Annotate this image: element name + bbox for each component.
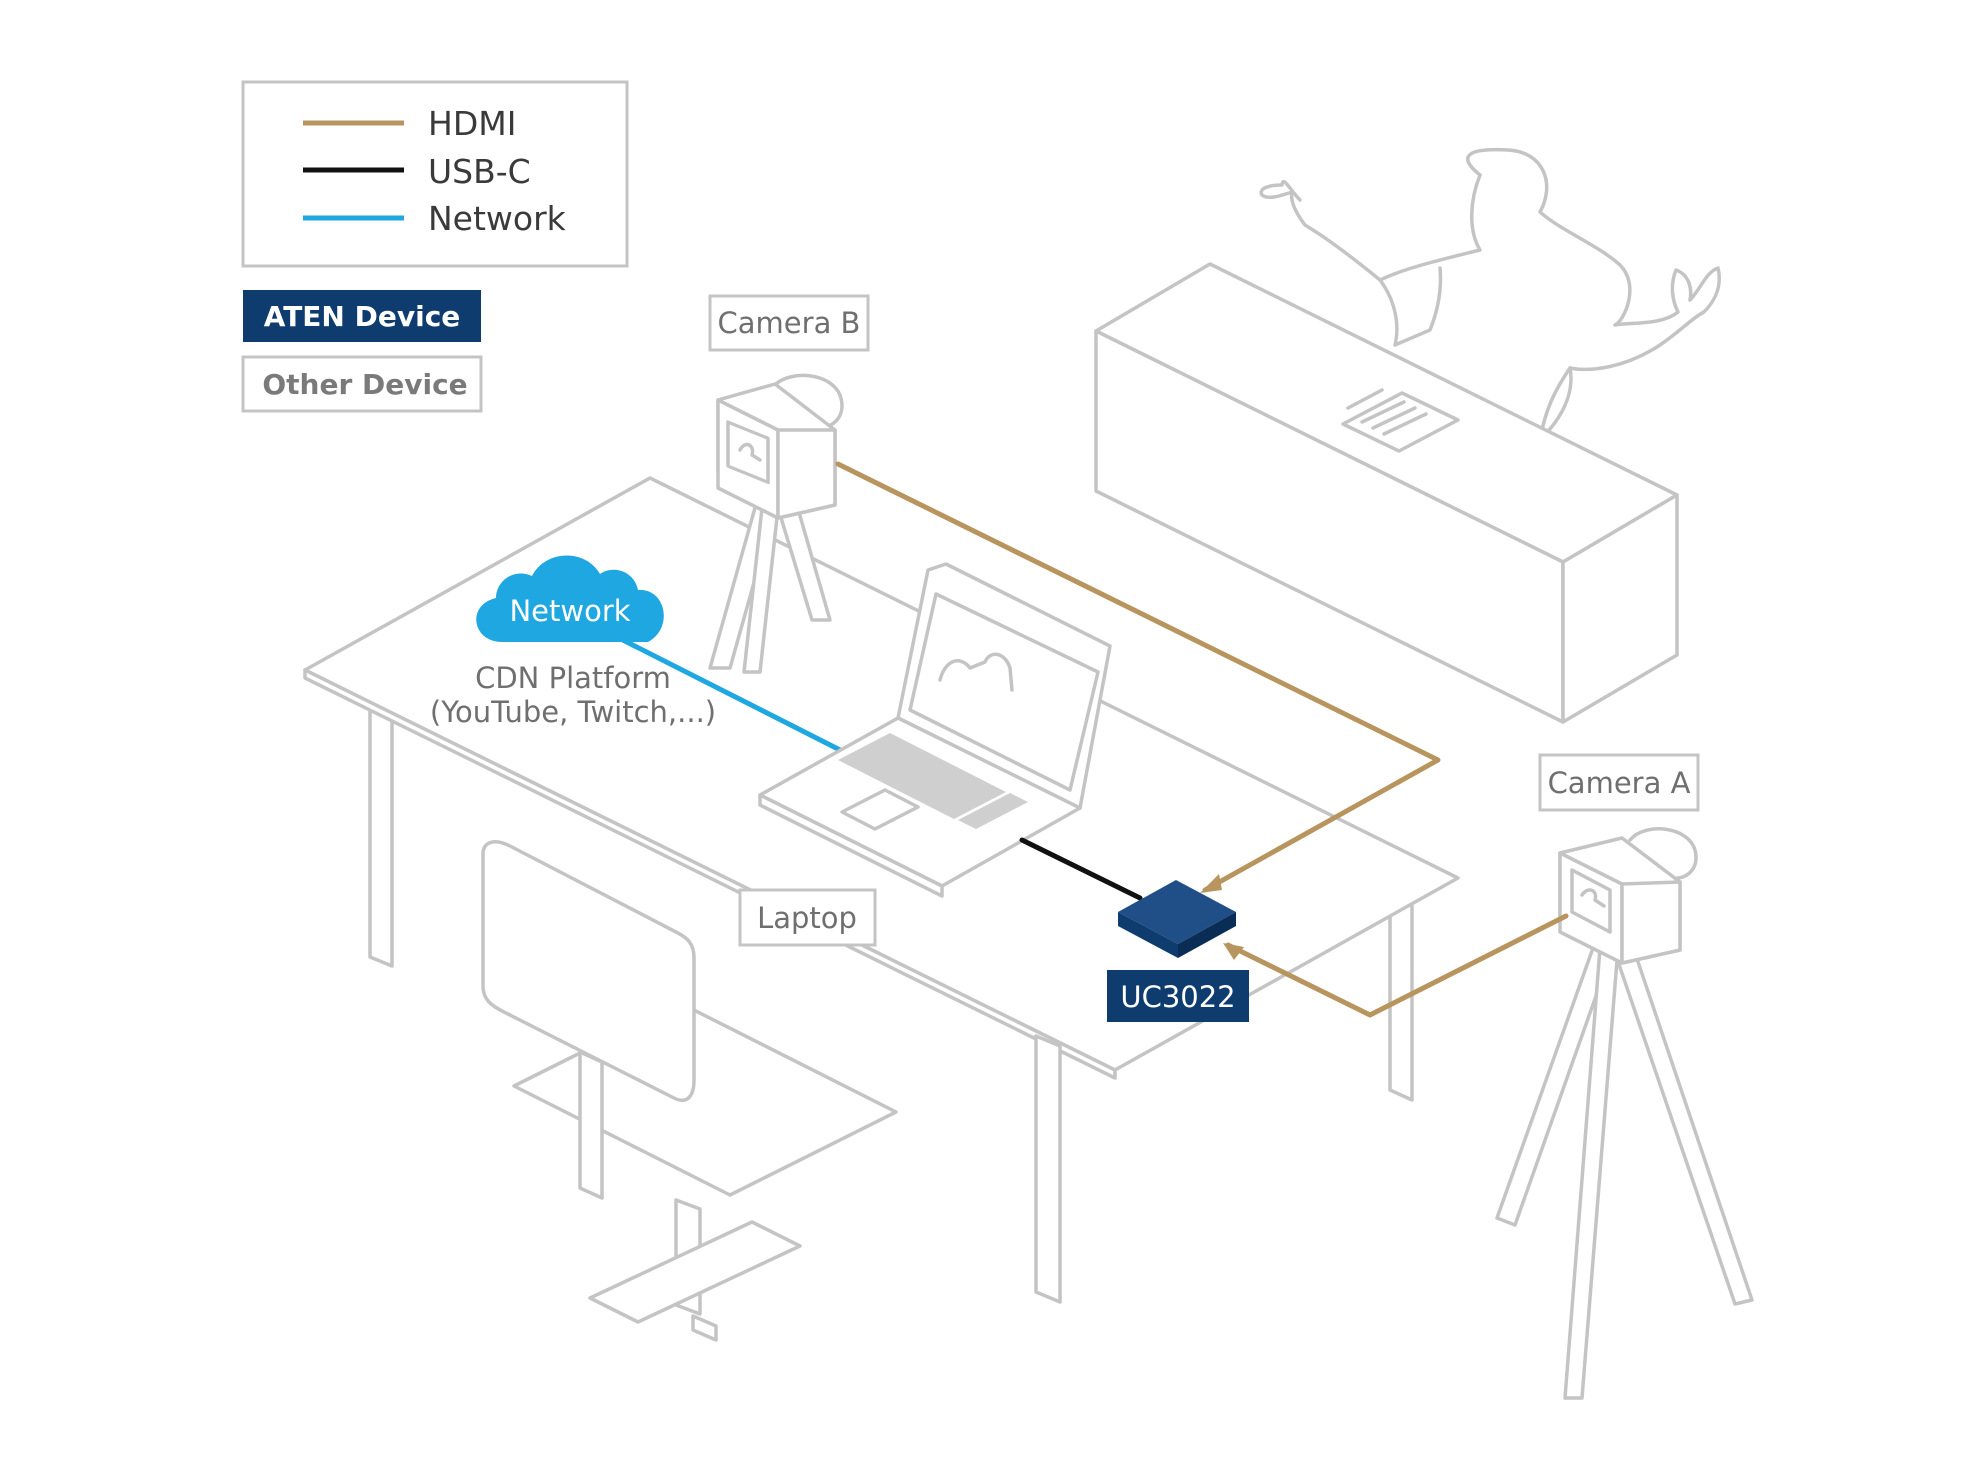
- device-label: UC3022: [1120, 980, 1235, 1014]
- laptop-icon: [758, 562, 1112, 898]
- hdmi-arrowhead-a: [1223, 943, 1244, 960]
- device-box-icon: [1118, 880, 1236, 958]
- laptop-label: Laptop: [757, 901, 857, 935]
- camera-b-label-box: [708, 294, 870, 352]
- camera-a-label: Camera A: [1548, 766, 1691, 800]
- presenter-figure: [1259, 147, 1721, 442]
- legend-aten-device-label: ATEN Device: [264, 300, 461, 333]
- legend-other-device-box: [241, 355, 483, 413]
- desk-paper: [1341, 391, 1460, 453]
- legend-frame: [241, 80, 629, 268]
- cdn-platform-examples: (YouTube, Twitch,...): [430, 695, 716, 729]
- legend: HDMI USB-C Network ATEN Device Other Dev…: [241, 80, 629, 413]
- usbc-cable: [1019, 837, 1143, 901]
- hdmi-cable-camera-b: [835, 461, 1441, 893]
- camera-b-label: Camera B: [718, 306, 861, 340]
- chair: [481, 840, 898, 1342]
- hdmi-cable-camera-a: [1225, 913, 1569, 1018]
- network-cable: [612, 633, 843, 753]
- main-table: [303, 476, 1460, 1304]
- cloud-label: Network: [509, 594, 630, 628]
- legend-hdmi-label: HDMI: [428, 104, 516, 143]
- camera-b-icon: [708, 373, 844, 674]
- legend-other-device-label: Other Device: [262, 368, 467, 401]
- device-label-box: [1107, 970, 1249, 1022]
- legend-aten-device-box: [243, 290, 481, 342]
- laptop-keyboard: [838, 733, 1028, 829]
- camera-a-icon: [1495, 827, 1754, 1400]
- laptop-label-box: [738, 888, 877, 947]
- hdmi-arrowhead-b: [1200, 874, 1222, 893]
- cdn-platform-label: CDN Platform: [475, 661, 671, 695]
- camera-a-label-box: [1538, 753, 1700, 812]
- cloud-icon: Network: [476, 555, 664, 642]
- presenter-desk: [1094, 262, 1679, 724]
- legend-network-label: Network: [428, 199, 567, 238]
- legend-usbc-label: USB-C: [428, 152, 531, 191]
